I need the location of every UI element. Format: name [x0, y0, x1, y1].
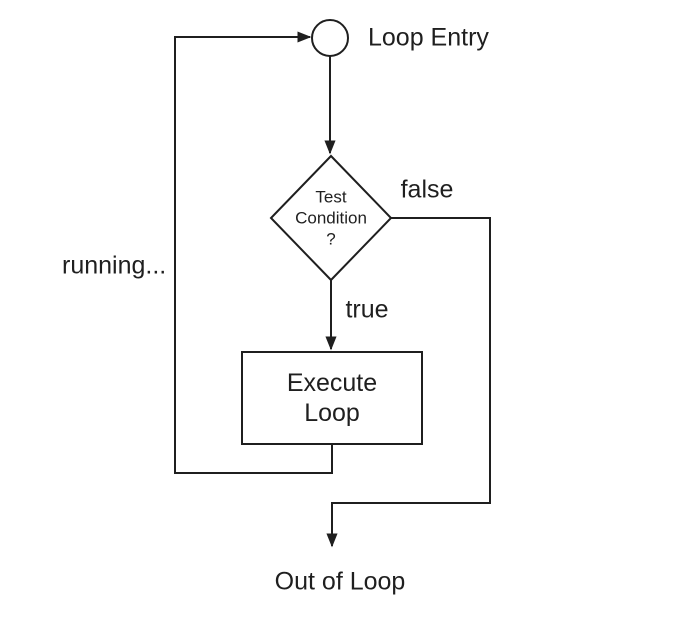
out-of-loop-label: Out of Loop — [274, 567, 406, 596]
loop-entry-label: Loop Entry — [368, 23, 489, 52]
decision-label: Test Condition ? — [295, 187, 367, 250]
running-label: running... — [62, 251, 167, 280]
decision-label-line2: Condition — [295, 208, 367, 228]
loopback-connector — [174, 31, 333, 474]
decision-label-line3: ? — [326, 229, 336, 249]
decision-diamond — [269, 154, 393, 282]
process-label-line1: Execute — [286, 369, 378, 397]
loop-entry-node — [311, 19, 349, 57]
process-label-line2: Loop — [304, 399, 360, 427]
process-label: Execute Loop — [287, 368, 377, 428]
true-branch-label: true — [345, 295, 389, 324]
process-box — [241, 351, 423, 445]
false-branch-connector — [326, 217, 491, 548]
decision-label-line1: Test — [315, 187, 347, 207]
false-branch-label: false — [400, 175, 454, 204]
